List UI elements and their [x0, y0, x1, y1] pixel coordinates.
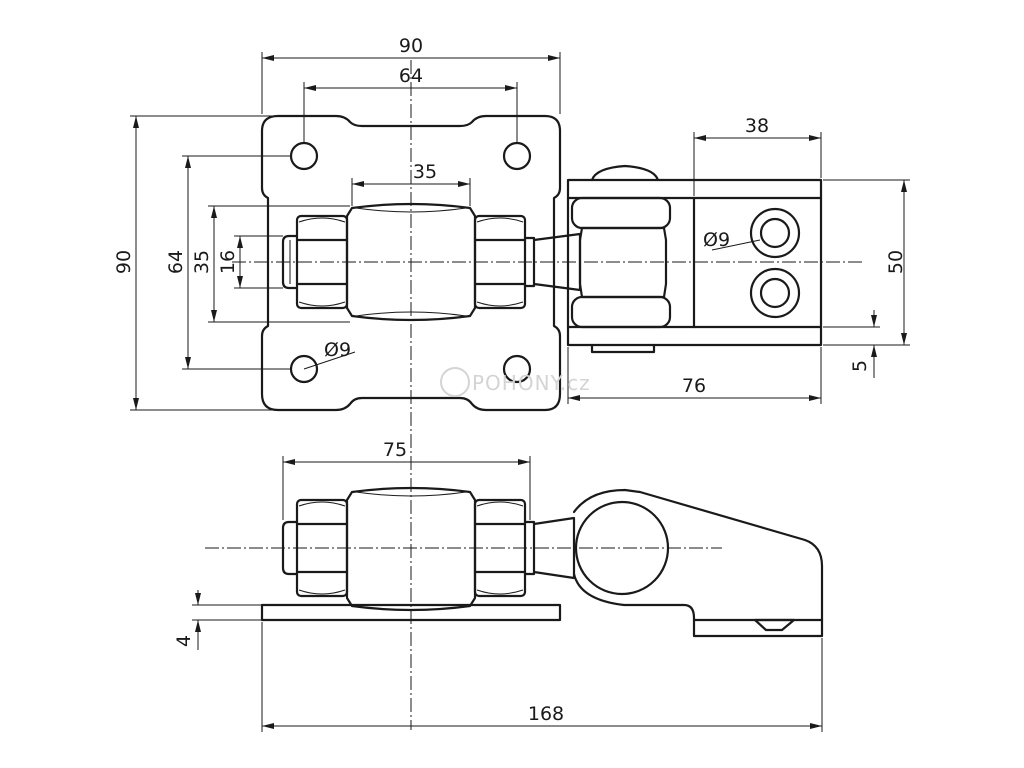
dim-64-top: 64: [399, 65, 423, 87]
dimension-arrows: [133, 55, 907, 729]
side-view: [205, 486, 824, 638]
mounting-hole-top-left: [289, 141, 319, 171]
dim-5: 5: [849, 360, 871, 372]
dim-35-left: 35: [191, 250, 213, 274]
watermark: POHONY.cz: [440, 367, 591, 397]
dim-hole-dia-right: Ø9: [703, 229, 730, 251]
dim-168: 168: [528, 703, 564, 725]
dim-75: 75: [383, 439, 407, 461]
base-plate: [260, 114, 562, 412]
dim-35-top: 35: [413, 161, 437, 183]
dimension-labels: 90 64 35 90 64 35 16 Ø9 Ø9 38 50 5 76 75…: [113, 35, 907, 725]
watermark-text: POHONY.cz: [472, 371, 591, 395]
hex-nut-right-side: [473, 498, 527, 598]
dim-hole-dia-left: Ø9: [324, 339, 351, 361]
dimension-lines: [130, 52, 910, 732]
mounting-hole-bottom-right: [502, 354, 532, 384]
mounting-hole-bottom-left: [289, 354, 319, 384]
top-view: [232, 60, 862, 730]
dim-16-left: 16: [217, 250, 239, 274]
base-plate-side: [260, 603, 562, 622]
mounting-hole-top-right: [502, 141, 532, 171]
dim-90-top: 90: [399, 35, 423, 57]
roller-body-side: [345, 486, 477, 612]
dim-90-left: 90: [113, 250, 135, 274]
bolt-stub-left: [281, 234, 299, 290]
dim-64-left: 64: [165, 250, 187, 274]
dim-4: 4: [173, 635, 195, 647]
hinge-knuckle-side: [572, 488, 824, 638]
dim-38: 38: [745, 115, 769, 137]
hex-nut-right: [473, 214, 527, 310]
roller-body: [345, 202, 477, 322]
bolt-stub-side: [281, 520, 299, 576]
spindle-shaft-side: [523, 516, 576, 580]
dim-76: 76: [682, 375, 706, 397]
dim-50: 50: [885, 250, 907, 274]
